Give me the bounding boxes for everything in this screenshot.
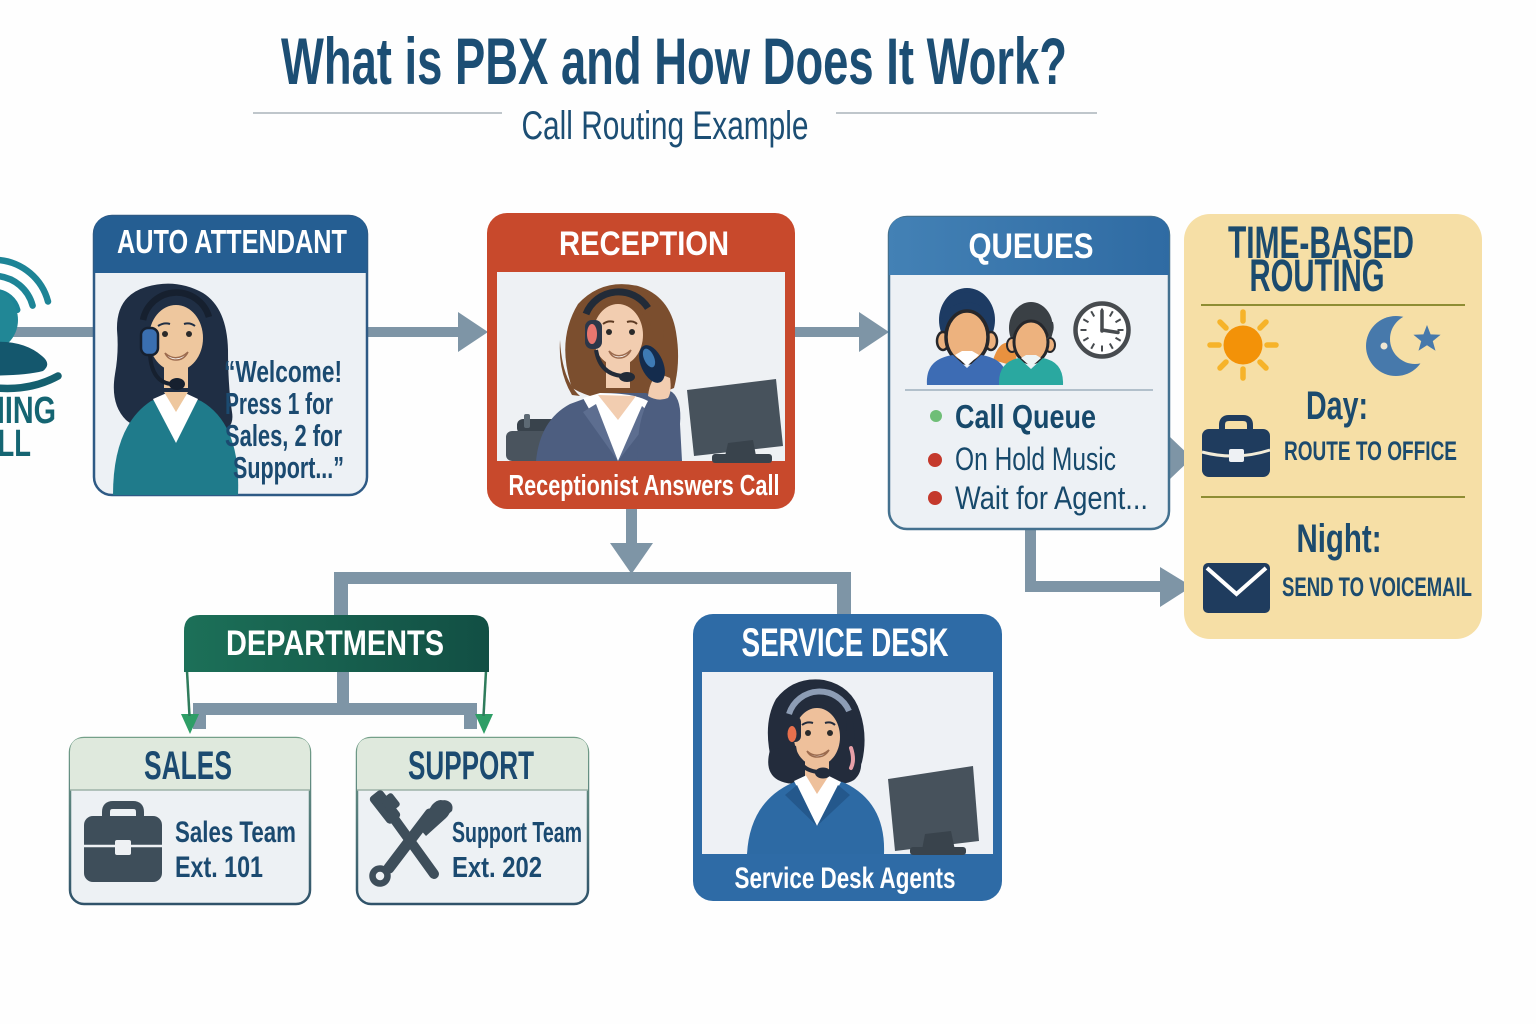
svg-text:Sales, 2 for: Sales, 2 for — [225, 418, 342, 453]
svg-text:Service Desk Agents: Service Desk Agents — [735, 862, 956, 895]
svg-text:SEND TO VOICEMAIL: SEND TO VOICEMAIL — [1282, 572, 1472, 602]
svg-text:Night:: Night: — [1297, 517, 1382, 561]
svg-text:Sales Team: Sales Team — [175, 816, 296, 849]
svg-text:What is PBX and How Does It Wo: What is PBX and How Does It Work? — [281, 24, 1067, 98]
svg-text:Ext. 202: Ext. 202 — [452, 852, 542, 884]
svg-text:Support...”: Support...” — [233, 450, 344, 485]
svg-text:QUEUES: QUEUES — [969, 227, 1094, 266]
svg-text:SUPPORT: SUPPORT — [408, 744, 534, 788]
svg-text:ROUTE TO OFFICE: ROUTE TO OFFICE — [1284, 436, 1457, 466]
svg-text:Call Routing Example: Call Routing Example — [522, 104, 809, 148]
svg-text:DEPARTMENTS: DEPARTMENTS — [226, 624, 444, 663]
svg-text:AUTO ATTENDANT: AUTO ATTENDANT — [117, 223, 347, 260]
svg-text:SALES: SALES — [144, 744, 232, 788]
svg-text:RECEPTION: RECEPTION — [559, 225, 729, 263]
svg-text:Call Queue: Call Queue — [955, 398, 1096, 435]
svg-text:Press 1 for: Press 1 for — [225, 386, 333, 421]
svg-text:ROUTING: ROUTING — [1250, 250, 1385, 301]
svg-text:TIME-BASED: TIME-BASED — [1228, 217, 1414, 268]
svg-text:Wait for Agent...: Wait for Agent... — [955, 480, 1148, 516]
svg-text:Receptionist Answers Call: Receptionist Answers Call — [509, 470, 780, 502]
svg-text:“Welcome!: “Welcome! — [224, 354, 342, 389]
svg-text:CALL: CALL — [0, 423, 31, 465]
svg-text:SERVICE DESK: SERVICE DESK — [742, 621, 949, 665]
svg-text:INCOMING: INCOMING — [0, 390, 56, 432]
svg-text:Ext. 101: Ext. 101 — [175, 851, 263, 884]
svg-text:Day:: Day: — [1306, 384, 1368, 428]
svg-text:Support Team: Support Team — [452, 817, 582, 849]
svg-text:On Hold Music: On Hold Music — [955, 441, 1116, 477]
